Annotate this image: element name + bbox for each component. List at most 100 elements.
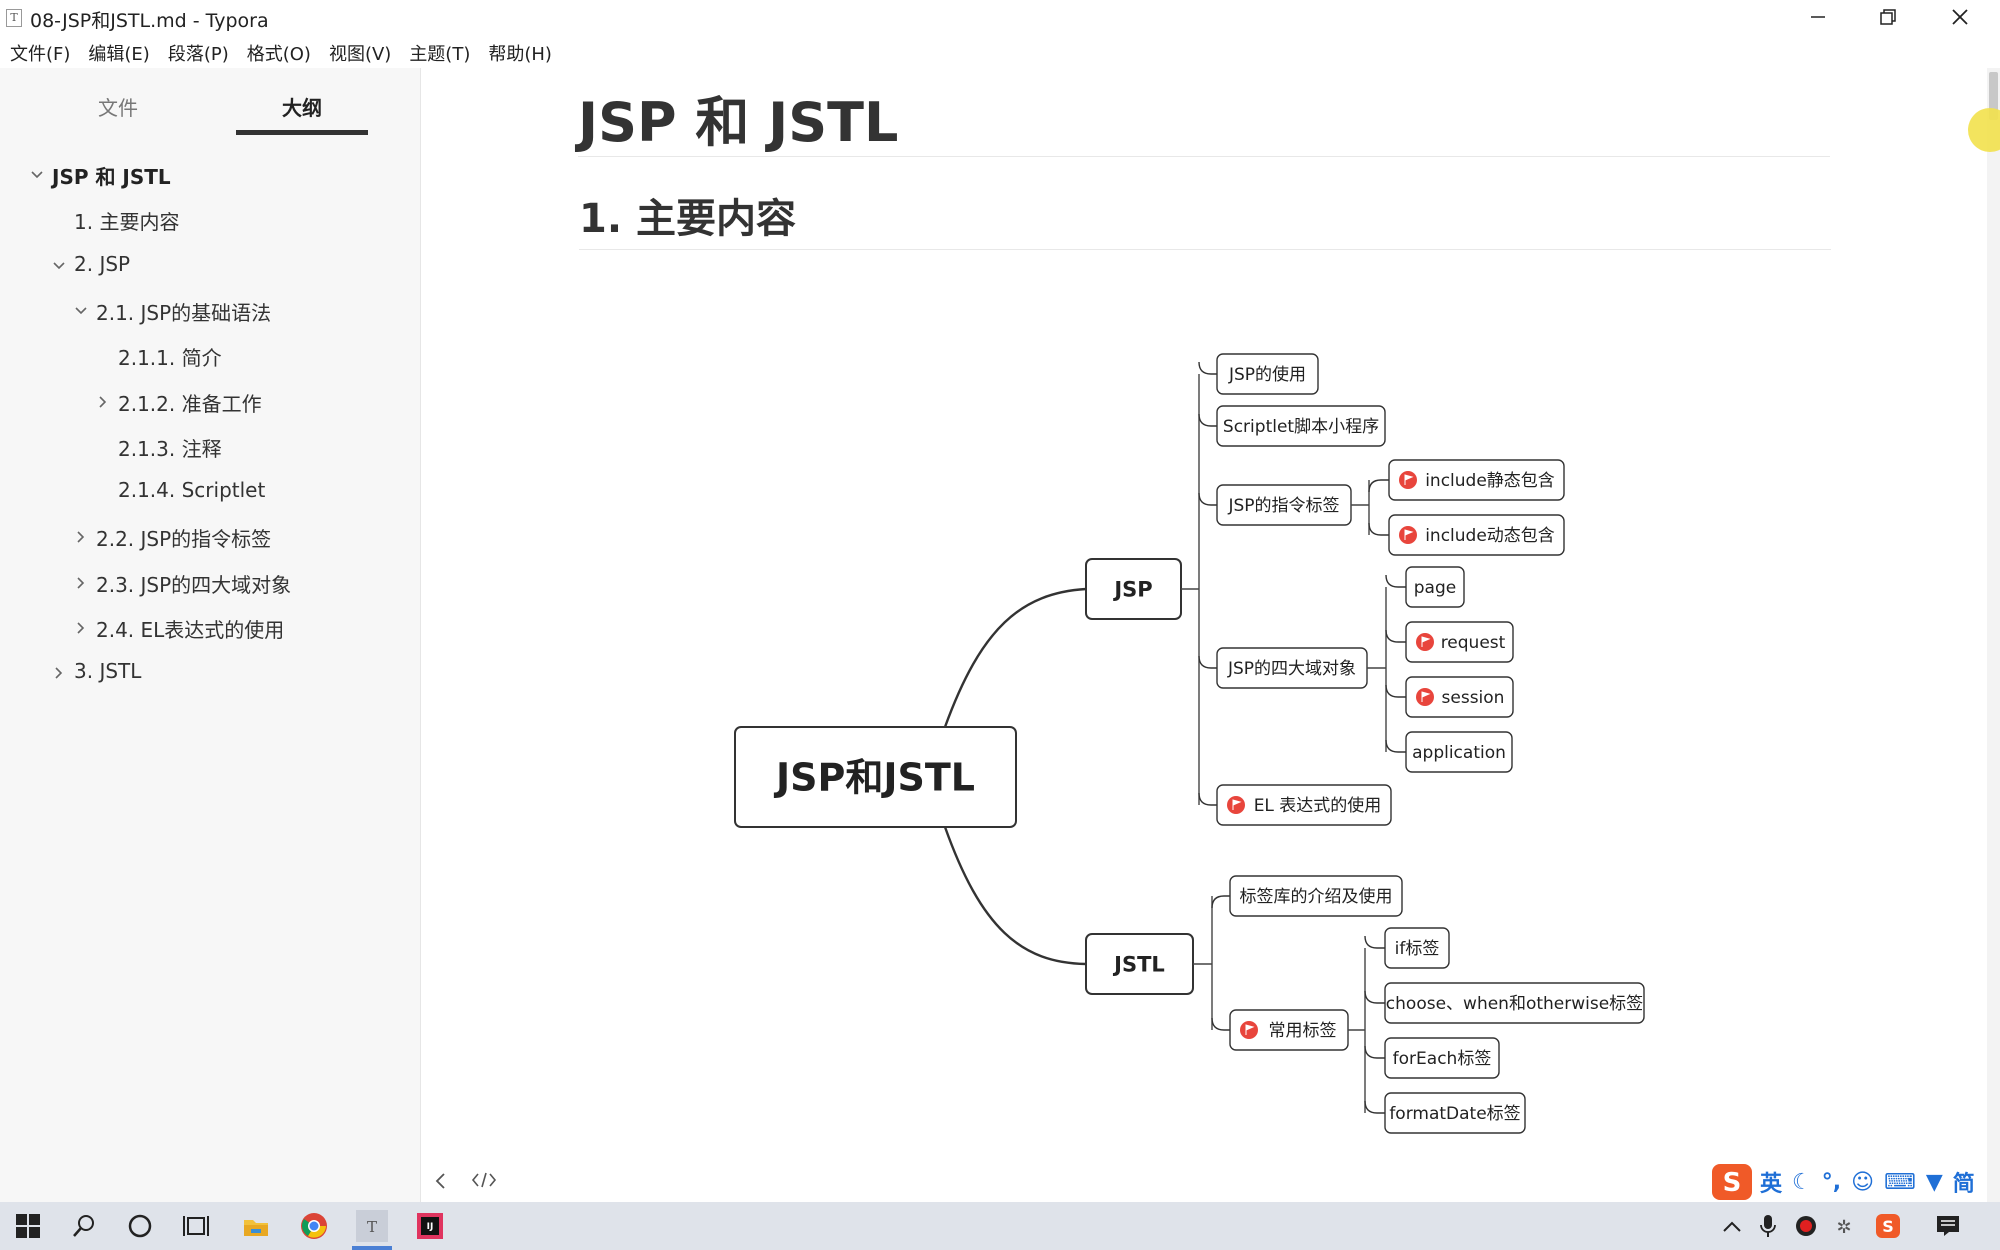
restore-icon bbox=[1880, 9, 1896, 25]
minimize-icon bbox=[1811, 16, 1825, 18]
ime-simplified-indicator[interactable]: 简 bbox=[1952, 1172, 1975, 1197]
mindmap-node-box bbox=[1405, 621, 1514, 663]
toggle-sidebar-icon[interactable] bbox=[433, 1172, 449, 1190]
outline-item[interactable]: 2.1.3. 注释 bbox=[118, 436, 222, 461]
cortana-icon[interactable] bbox=[124, 1210, 156, 1242]
outline-item[interactable]: 2.3. JSP的四大域对象 bbox=[96, 572, 292, 597]
scrollbar-thumb[interactable] bbox=[1989, 72, 1998, 120]
intellij-idea-icon[interactable]: IJ bbox=[414, 1210, 446, 1242]
cursor-highlight bbox=[1968, 108, 2000, 152]
restore-button[interactable] bbox=[1853, 0, 1923, 34]
tab-outline[interactable]: 大纲 bbox=[282, 96, 322, 120]
mindmap-node-box bbox=[1216, 405, 1386, 447]
tab-files[interactable]: 文件 bbox=[98, 96, 138, 120]
outline-item[interactable]: 2. JSP bbox=[74, 251, 131, 276]
outline-item[interactable]: 2.1.4. Scriptlet bbox=[118, 478, 266, 503]
window-title: 08-JSP和JSTL.md - Typora bbox=[30, 10, 269, 32]
ime-keyboard-icon[interactable]: ⌨ bbox=[1884, 1169, 1916, 1195]
flag-icon bbox=[1416, 633, 1434, 651]
record-icon[interactable] bbox=[1790, 1210, 1822, 1242]
file-explorer-icon[interactable] bbox=[240, 1210, 272, 1242]
chevron-right-icon[interactable] bbox=[74, 621, 88, 635]
title-bar: T 08-JSP和JSTL.md - Typora bbox=[0, 0, 2000, 36]
ime-emoji-icon[interactable]: ☺ bbox=[1851, 1169, 1875, 1195]
mindmap-node-box bbox=[1388, 459, 1565, 501]
mindmap-node-label: page bbox=[1414, 578, 1456, 598]
microphone-icon[interactable] bbox=[1752, 1210, 1784, 1242]
windows-start-icon[interactable] bbox=[12, 1210, 44, 1242]
chevron-right-icon[interactable] bbox=[74, 576, 88, 590]
outline-item[interactable]: 1. 主要内容 bbox=[74, 210, 180, 235]
chevron-down-icon[interactable] bbox=[52, 259, 66, 273]
svg-text:S: S bbox=[1723, 1168, 1742, 1198]
minimize-button[interactable] bbox=[1783, 0, 1853, 34]
chevron-down-icon[interactable] bbox=[74, 304, 88, 318]
mindmap-node-box bbox=[1384, 927, 1450, 969]
ime-punctuation-icon[interactable]: °, bbox=[1821, 1169, 1842, 1195]
editor-footer bbox=[421, 1160, 1987, 1202]
heading-1: JSP 和 JSTL bbox=[578, 91, 899, 154]
svg-text:T: T bbox=[367, 1218, 377, 1236]
tray-sogou-icon[interactable]: S bbox=[1872, 1210, 1904, 1242]
outline-item[interactable]: 2.1.2. 准备工作 bbox=[118, 391, 262, 416]
notification-center-icon[interactable] bbox=[1932, 1210, 1964, 1242]
mindmap-node-box bbox=[1216, 353, 1319, 395]
ime-moon-icon[interactable]: ☾ bbox=[1792, 1169, 1812, 1195]
outline-item[interactable]: 2.1. JSP的基础语法 bbox=[96, 300, 272, 325]
outline-item[interactable]: JSP 和 JSTL bbox=[52, 165, 171, 189]
vertical-scrollbar[interactable] bbox=[1987, 68, 2000, 1202]
menu-theme[interactable]: 主题(T) bbox=[409, 44, 471, 65]
mindmap-node-label: formatDate标签 bbox=[1389, 1104, 1520, 1124]
menu-edit[interactable]: 编辑(E) bbox=[88, 44, 150, 65]
menu-format[interactable]: 格式(O) bbox=[246, 44, 311, 65]
ime-skin-icon[interactable]: ▼ bbox=[1925, 1169, 1943, 1195]
search-icon[interactable] bbox=[68, 1210, 100, 1242]
mindmap-image: JSP和JSTLJSPJSTLJSP的使用Scriptlet脚本小程序JSP的指… bbox=[734, 353, 1645, 1134]
heading-1-divider bbox=[578, 156, 1830, 157]
typora-taskbar-icon[interactable]: T bbox=[356, 1210, 388, 1242]
mindmap-node-box bbox=[1405, 566, 1465, 608]
mindmap-node-label: JSP的四大域对象 bbox=[1227, 659, 1356, 679]
typora-active-indicator bbox=[352, 1246, 392, 1250]
sogou-logo-icon: S bbox=[1712, 1164, 1752, 1200]
outline-item[interactable]: 3. JSTL bbox=[74, 659, 142, 684]
mindmap-node-label: Scriptlet脚本小程序 bbox=[1223, 417, 1379, 437]
outline-item[interactable]: 2.2. JSP的指令标签 bbox=[96, 527, 272, 552]
mindmap-node-label: 标签库的介绍及使用 bbox=[1240, 886, 1393, 907]
chevron-right-icon[interactable] bbox=[96, 395, 110, 409]
menu-help[interactable]: 帮助(H) bbox=[488, 44, 552, 65]
close-button[interactable] bbox=[1925, 0, 1995, 34]
tray-ime-icon[interactable]: ✲ bbox=[1828, 1210, 1860, 1242]
menu-view[interactable]: 视图(V) bbox=[328, 44, 392, 65]
mindmap-node-label: request bbox=[1441, 633, 1506, 653]
task-view-icon[interactable] bbox=[180, 1210, 212, 1242]
chevron-right-icon[interactable] bbox=[74, 530, 88, 544]
menu-paragraph[interactable]: 段落(P) bbox=[167, 44, 229, 65]
active-tab-indicator bbox=[236, 130, 368, 135]
mindmap-node-label: EL 表达式的使用 bbox=[1254, 795, 1382, 816]
mindmap-node-box bbox=[1384, 1037, 1500, 1079]
chevron-down-icon[interactable] bbox=[30, 168, 44, 182]
svg-text:IJ: IJ bbox=[427, 1222, 434, 1232]
mindmap-node-box bbox=[1216, 784, 1392, 826]
mindmap-node-label: JSP的使用 bbox=[1228, 364, 1306, 385]
mindmap-node-box bbox=[1384, 1092, 1526, 1134]
chevron-right-icon[interactable] bbox=[52, 666, 66, 680]
tray-expand-icon[interactable] bbox=[1716, 1210, 1748, 1242]
menu-file[interactable]: 文件(F) bbox=[10, 44, 71, 65]
ime-language-indicator[interactable]: 英 bbox=[1760, 1172, 1783, 1197]
source-code-mode-icon[interactable] bbox=[471, 1170, 497, 1190]
flag-icon bbox=[1227, 796, 1245, 814]
flag-icon bbox=[1240, 1021, 1258, 1039]
mindmap-node-label: application bbox=[1412, 743, 1506, 763]
outline-item[interactable]: 2.4. EL表达式的使用 bbox=[96, 618, 285, 642]
mindmap-branch-jsp-label: JSP bbox=[1112, 578, 1152, 602]
mindmap-branch-jstl-label: JSTL bbox=[1112, 953, 1165, 977]
svg-text:S: S bbox=[1882, 1217, 1894, 1236]
close-icon bbox=[1952, 9, 1968, 25]
chrome-icon[interactable] bbox=[298, 1210, 330, 1242]
outline-item[interactable]: 2.1.1. 简介 bbox=[118, 346, 222, 371]
mindmap-node-label: include动态包含 bbox=[1425, 526, 1555, 546]
mindmap-node-label: if标签 bbox=[1395, 939, 1440, 959]
